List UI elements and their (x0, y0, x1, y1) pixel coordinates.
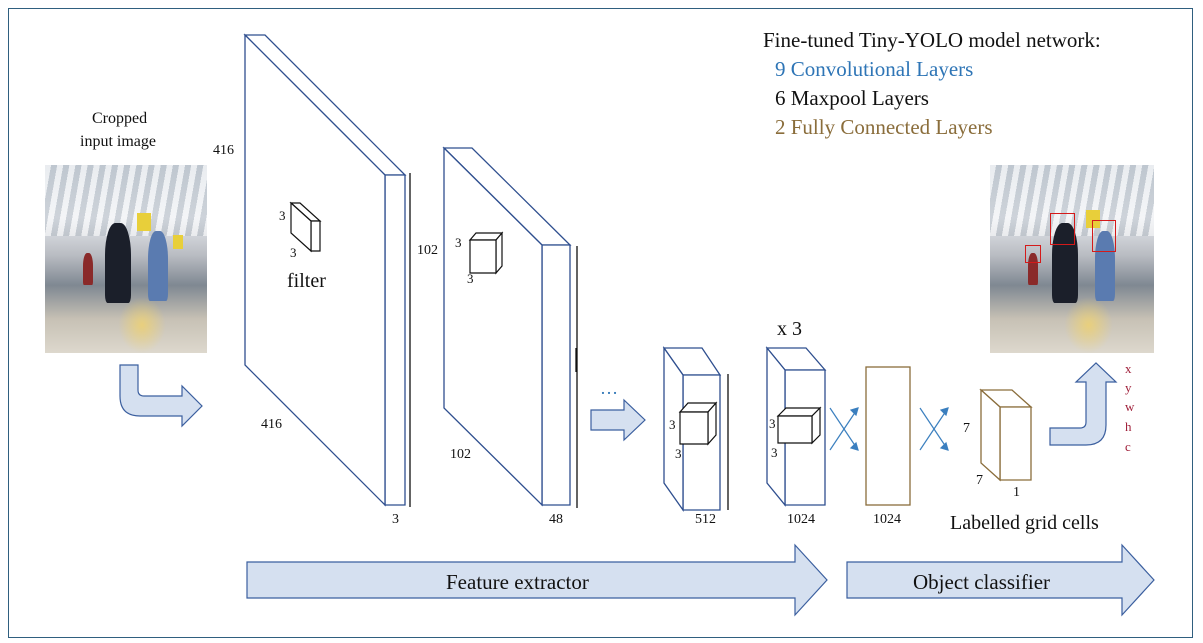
object-classifier-arrow (846, 543, 1155, 617)
filter-cube-3 (678, 401, 718, 446)
filter-cube-1 (289, 201, 322, 253)
grid-caption: Labelled grid cells (950, 512, 1099, 534)
layer4-depth-label: 1024 (787, 512, 815, 527)
grid-depth-label: 1 (1013, 485, 1020, 500)
filter-cube-2 (468, 231, 504, 275)
filter1-height-label: 3 (290, 245, 297, 260)
layer2-height-label: 102 (417, 243, 438, 258)
grid-height-label: 7 (963, 421, 970, 436)
output-h: h (1125, 419, 1132, 434)
legend-title: Fine-tuned Tiny-YOLO model network: (763, 28, 1101, 52)
filter1-width-label: 3 (279, 208, 286, 223)
layer1-height-label: 416 (213, 143, 234, 158)
grid-cell-cube (979, 388, 1033, 482)
connection-cross-2 (919, 407, 949, 451)
layer3-depth-label: 512 (695, 512, 716, 527)
conv-layer-2 (442, 146, 572, 507)
input-caption-line2: input image (80, 133, 156, 150)
layer2-depth-label: 48 (549, 512, 563, 527)
ellipsis-label: … (600, 378, 618, 398)
filter2-width-label: 3 (455, 235, 462, 250)
detection-box-3 (1025, 245, 1041, 263)
input-caption-line1: Cropped (92, 110, 148, 127)
detection-box-2 (1092, 220, 1116, 252)
output-c: c (1125, 439, 1131, 454)
input-image (45, 165, 207, 353)
output-curved-arrow (1049, 362, 1118, 446)
feature-extractor-label: Feature extractor (446, 570, 589, 594)
object-classifier-label: Object classifier (913, 570, 1051, 594)
layer4-repeat-label: x 3 (777, 318, 802, 340)
legend-fc-layers: 2 Fully Connected Layers (775, 115, 993, 139)
connection-cross-1 (829, 407, 859, 451)
layer1-depth-label: 3 (392, 512, 399, 527)
filter2-height-label: 3 (467, 271, 474, 286)
filter-cube-4 (776, 406, 822, 445)
legend-conv-layers: 9 Convolutional Layers (775, 57, 974, 81)
diagram-frame (8, 8, 1193, 638)
grid-width-label: 7 (976, 473, 983, 488)
layer1-width-label: 416 (261, 417, 282, 432)
output-image (990, 165, 1154, 353)
detection-box-1 (1050, 213, 1075, 245)
legend-maxpool-layers: 6 Maxpool Layers (775, 86, 929, 110)
output-y: y (1125, 380, 1132, 395)
filter3-width-label: 3 (669, 417, 676, 432)
filter4-height-label: 3 (771, 445, 778, 460)
output-x: x (1125, 361, 1132, 376)
layer2-width-label: 102 (450, 447, 471, 462)
filter4-width-label: 3 (769, 416, 776, 431)
fc-depth-label: 1024 (873, 512, 901, 527)
input-curved-arrow (119, 364, 203, 428)
fc-layer-1 (865, 366, 911, 506)
output-w: w (1125, 399, 1135, 414)
feature-extractor-arrow (246, 543, 828, 617)
filter3-height-label: 3 (675, 446, 682, 461)
ellipsis-arrow (590, 398, 646, 442)
conv-layer-1 (243, 33, 407, 507)
filter-label: filter (287, 270, 326, 292)
